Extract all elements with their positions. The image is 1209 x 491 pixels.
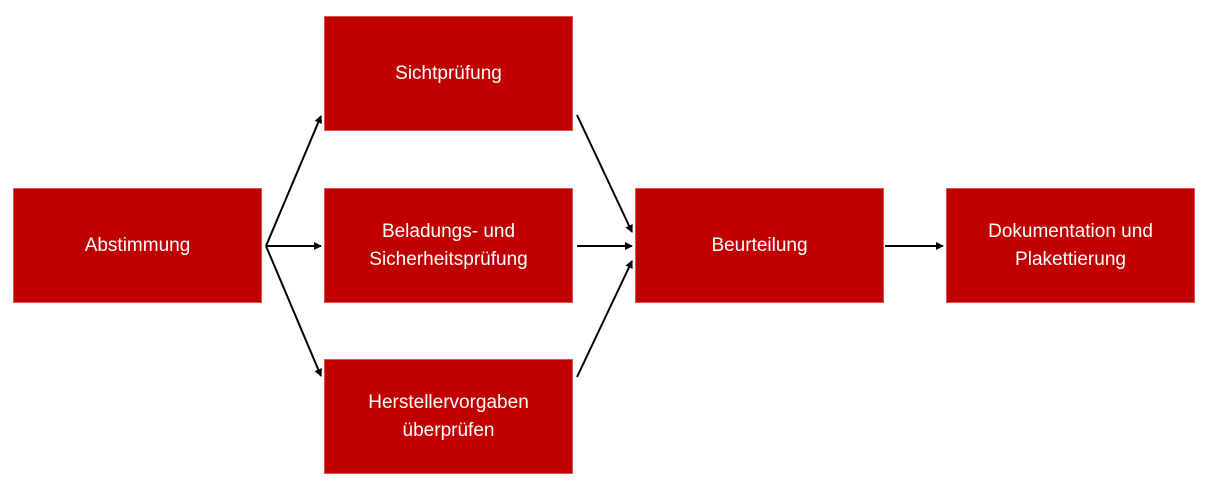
node-label-line-1: Beladungs- und — [381, 220, 516, 242]
node-abstimmung: Abstimmung — [13, 188, 262, 303]
node-dokumentation-plakettierung: Dokumentation und Plakettierung — [946, 188, 1195, 303]
node-label: Abstimmung — [84, 234, 191, 256]
node-label: Beurteilung — [711, 234, 808, 256]
node-label-line-2: überprüfen — [402, 419, 495, 441]
node-beladungs-sicherheitspruefung: Beladungs- und Sicherheitsprüfung — [324, 188, 573, 303]
node-label-line-2: Sicherheitsprüfung — [369, 248, 528, 270]
arrow-abstimmung-sichtpruefung — [265, 115, 322, 247]
node-herstellervorgaben: Herstellervorgaben überprüfen — [324, 359, 573, 474]
node-label-line-1: Dokumentation und — [988, 220, 1153, 242]
node-beurteilung: Beurteilung — [635, 188, 884, 303]
node-label: Sichtprüfung — [395, 62, 502, 84]
arrow-hersteller-beurteilung — [576, 260, 633, 378]
arrow-abstimmung-hersteller — [265, 245, 322, 377]
node-label-line-2: Plakettierung — [1015, 248, 1126, 270]
node-sichtpruefung: Sichtprüfung — [324, 16, 573, 131]
node-label-line-1: Herstellervorgaben — [368, 391, 529, 413]
arrow-sichtpruefung-beurteilung — [576, 114, 633, 233]
